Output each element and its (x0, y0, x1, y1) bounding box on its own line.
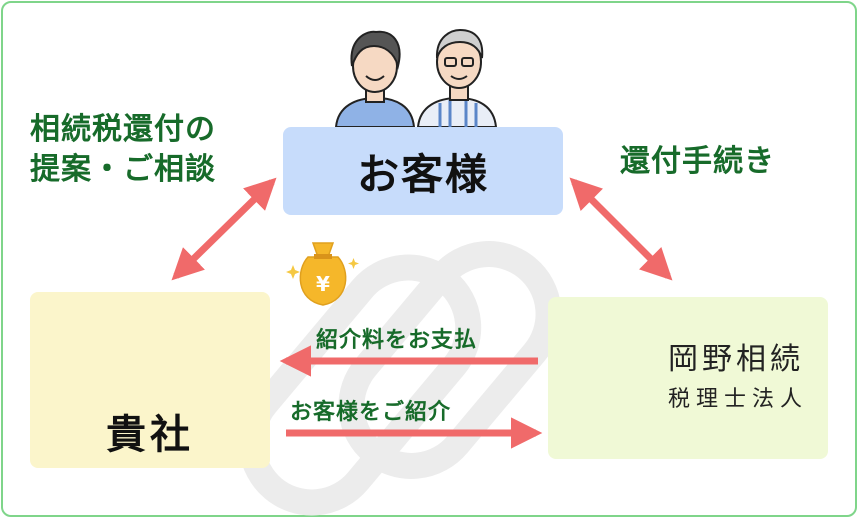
firm-name: 岡野相続 税理士法人 (668, 341, 808, 415)
introduce-customer-label: お客様をご紹介 (290, 400, 452, 425)
arrow-customer-company (171, 177, 277, 281)
fee-payment-label: 紹介料をお支払 (316, 328, 478, 353)
company-box: 貴社 (30, 292, 270, 468)
company-label: 貴社 (106, 412, 194, 458)
customer-box: お客様 (283, 127, 563, 215)
firm-name-line2: 税理士法人 (667, 387, 808, 412)
firm-name-line1: 岡野相続 (667, 342, 804, 377)
money-bag-icon: ¥ (286, 242, 359, 306)
left-caption-line2: 提案・ご相談 (30, 152, 216, 187)
customer-label: お客様 (356, 149, 489, 199)
firm-box: 岡野相続 税理士法人 (548, 297, 828, 459)
customers-illustration (334, 28, 498, 128)
yen-symbol: ¥ (316, 272, 330, 296)
left-caption: 相続税還付の 提案・ご相談 (30, 110, 216, 190)
left-caption-line1: 相続税還付の (30, 112, 216, 147)
arrow-customer-firm (569, 177, 673, 281)
chain-link-watermark (238, 241, 562, 516)
right-caption: 還付手続き (620, 144, 775, 179)
